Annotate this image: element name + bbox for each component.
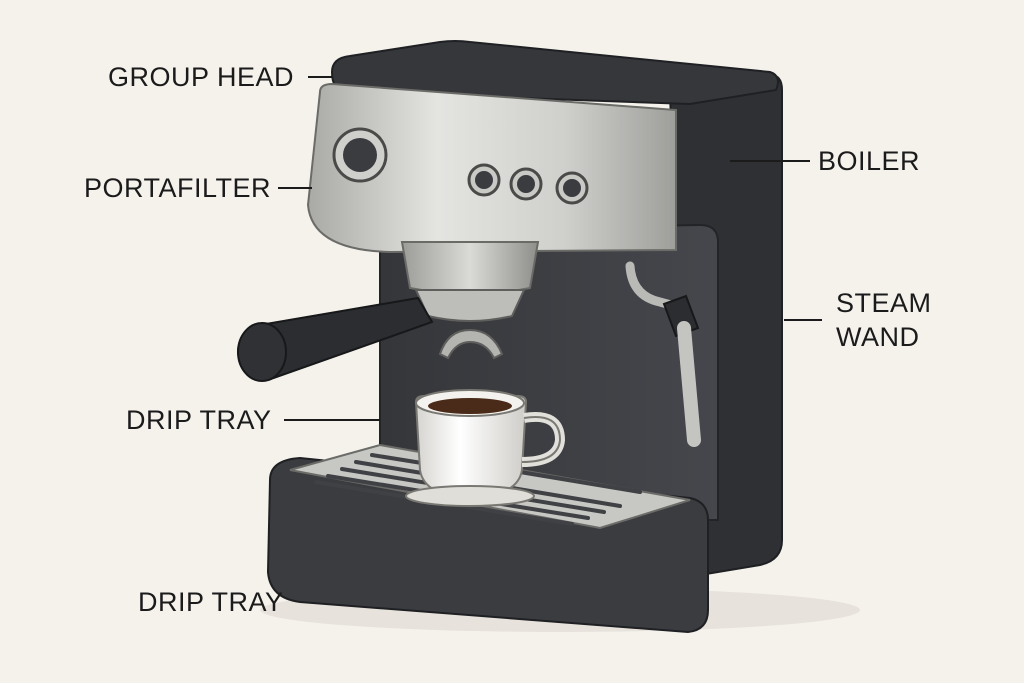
label-steam-wand-line1: STEAM bbox=[836, 288, 932, 318]
label-portafilter-text: PORTAFILTER bbox=[84, 173, 272, 203]
steam-wand bbox=[625, 261, 691, 335]
group-head bbox=[400, 241, 540, 295]
button-2-center bbox=[517, 175, 535, 193]
label-drip-tray-upper: DRIP TRAY bbox=[126, 403, 272, 437]
button-1-center bbox=[475, 171, 493, 189]
label-group-head: GROUP HEAD bbox=[108, 60, 294, 94]
label-steam-wand-line2: WAND bbox=[836, 322, 920, 352]
label-boiler-text: BOILER bbox=[818, 146, 921, 176]
espresso-cup-icon bbox=[405, 389, 566, 507]
label-drip-tray-upper-text: DRIP TRAY bbox=[126, 405, 272, 435]
portafilter-basket bbox=[414, 289, 526, 322]
label-drip-tray-lower-text: DRIP TRAY bbox=[138, 587, 284, 617]
label-drip-tray-lower: DRIP TRAY bbox=[138, 585, 284, 619]
portafilter-spout bbox=[438, 328, 504, 360]
handle-end bbox=[237, 322, 287, 382]
label-group-head-text: GROUP HEAD bbox=[108, 62, 295, 92]
steam-wand-tip bbox=[677, 321, 701, 447]
leader-lines bbox=[278, 76, 822, 421]
dial-knob-center bbox=[343, 138, 377, 172]
label-steam-wand: STEAM WAND bbox=[836, 286, 932, 354]
label-boiler: BOILER bbox=[818, 144, 920, 178]
label-portafilter: PORTAFILTER bbox=[84, 171, 271, 205]
button-3-center bbox=[563, 179, 581, 197]
